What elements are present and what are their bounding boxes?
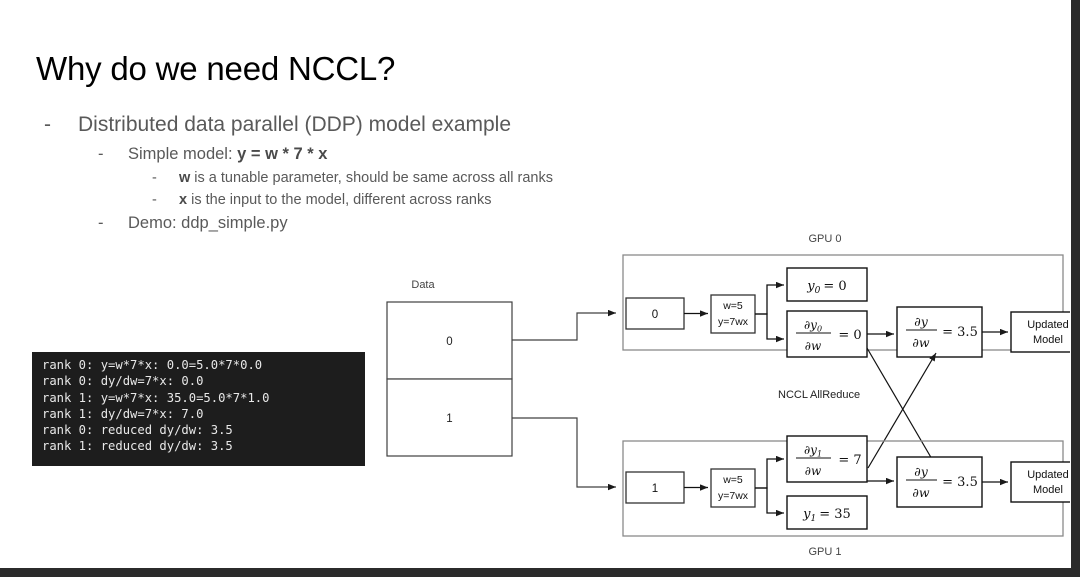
terminal-output: rank 0: y=w*7*x: 0.0=5.0*7*0.0 rank 0: d…	[32, 352, 365, 466]
gpu1-model-w-label: w=5	[722, 474, 743, 486]
gpu1-model-eq-label: y=7wx	[718, 490, 749, 502]
gpu1-forward-label: y1= 35	[802, 507, 851, 524]
connector-gpu1-model-to-grad	[755, 455, 784, 489]
bullet-text-bold: x	[179, 192, 188, 208]
connector-gpu0-model-to-grad	[755, 313, 784, 343]
bullet-text: x is the input to the model, different a…	[179, 189, 664, 211]
bullet-text: w is a tunable parameter, should be same…	[179, 167, 664, 189]
bullet-text-bold: w	[179, 170, 191, 186]
gpu1-grad-value: = 7	[838, 453, 861, 468]
list-item: - Distributed data parallel (DDP) model …	[44, 110, 664, 140]
bullet-text-bold: y = w * 7 * x	[237, 145, 328, 163]
data-cell-0-label: 0	[446, 336, 452, 348]
gpu0-model-w-label: w=5	[722, 300, 743, 312]
terminal-text: rank 0: y=w*7*x: 0.0=5.0*7*0.0 rank 0: d…	[42, 358, 270, 454]
gpu1-grad-denominator: ∂w	[805, 464, 822, 478]
gpu1-reduced-denominator: ∂w	[912, 485, 929, 500]
page-title: Why do we need NCCL?	[36, 50, 396, 88]
gpu1-input-label: 1	[652, 483, 658, 495]
gpu0-updated-model-line1: Updated	[1027, 319, 1069, 331]
list-item: - x is the input to the model, different…	[152, 189, 664, 211]
gpu1-reduced-value: = 3.5	[942, 475, 978, 490]
connector-data1-to-gpu1	[512, 417, 616, 491]
connector-gpu1-model-to-forward	[755, 487, 784, 517]
gpu1-label: GPU 1	[808, 546, 841, 558]
gpu1-grad-box	[786, 435, 868, 483]
bullet-dash: -	[152, 192, 157, 208]
data-cell-1-box	[386, 378, 513, 457]
gpu1-model-box	[710, 468, 756, 508]
allreduce-arrow-gpu0-to-gpu1	[866, 347, 937, 467]
gpu0-input-label: 0	[652, 309, 658, 321]
bullet-list: - Distributed data parallel (DDP) model …	[44, 110, 664, 236]
gpu0-model-eq-label: y=7wx	[718, 316, 749, 328]
bullet-text: Distributed data parallel (DDP) model ex…	[78, 113, 512, 136]
gpu0-grad-value: = 0	[838, 328, 861, 343]
data-cell-0-box	[386, 301, 513, 380]
gpu1-forward-box	[786, 495, 868, 530]
gpu1-reduced-numerator: ∂y	[914, 464, 928, 479]
connector-gpu0-model-to-forward	[755, 281, 784, 315]
bullet-text-post: is the input to the model, different acr…	[187, 192, 492, 208]
gpu0-grad-numerator: ∂y0	[804, 318, 822, 334]
list-item: - Demo: ddp_simple.py	[98, 211, 664, 236]
gpu1-updated-model-line1: Updated	[1027, 469, 1069, 481]
gpu0-input-box	[625, 297, 685, 330]
bullet-text: Demo: ddp_simple.py	[128, 214, 288, 232]
ddp-architecture-diagram: Data 0 1 GPU 0 0 w=5 y=7wx y0= 0 ∂y0 ∂w …	[370, 228, 1070, 568]
data-label: Data	[411, 279, 435, 291]
gpu0-forward-label: y0= 0	[806, 279, 846, 296]
gpu0-reduced-numerator: ∂y	[914, 314, 928, 329]
connector-data0-to-gpu0	[512, 309, 616, 341]
bullet-dash: -	[98, 214, 104, 232]
gpu1-reduced-box	[896, 456, 983, 508]
slide-bottom-edge-bar	[0, 568, 1080, 577]
slide-right-edge-bar	[1071, 0, 1080, 577]
gpu1-updated-model-box	[1010, 461, 1070, 503]
data-cell-1-label: 1	[446, 413, 452, 425]
gpu1-input-box	[625, 471, 685, 504]
gpu0-reduced-denominator: ∂w	[912, 335, 929, 350]
nccl-allreduce-label: NCCL AllReduce	[778, 389, 860, 401]
allreduce-arrow-gpu1-to-gpu0	[867, 352, 937, 469]
bullet-text-pre: Simple model:	[128, 145, 238, 163]
bullet-text: Simple model: y = w * 7 * x	[128, 142, 664, 167]
gpu0-updated-model-line2: Model	[1033, 334, 1063, 346]
list-item: - Simple model: y = w * 7 * x	[98, 142, 664, 167]
bullet-text-post: is a tunable parameter, should be same a…	[190, 170, 553, 186]
gpu0-label: GPU 0	[808, 233, 841, 245]
gpu1-grad-numerator: ∂y1	[804, 443, 822, 459]
gpu0-grad-denominator: ∂w	[805, 339, 822, 353]
bullet-dash: -	[44, 113, 51, 136]
gpu0-grad-box	[786, 310, 868, 358]
gpu0-reduced-value: = 3.5	[942, 325, 978, 340]
gpu0-updated-model-box	[1010, 311, 1070, 353]
list-item: - w is a tunable parameter, should be sa…	[152, 167, 664, 189]
bullet-dash: -	[152, 170, 157, 186]
gpu1-updated-model-line2: Model	[1033, 484, 1063, 496]
gpu0-model-box	[710, 294, 756, 334]
bullet-dash: -	[98, 145, 104, 163]
gpu0-forward-box	[786, 267, 868, 302]
